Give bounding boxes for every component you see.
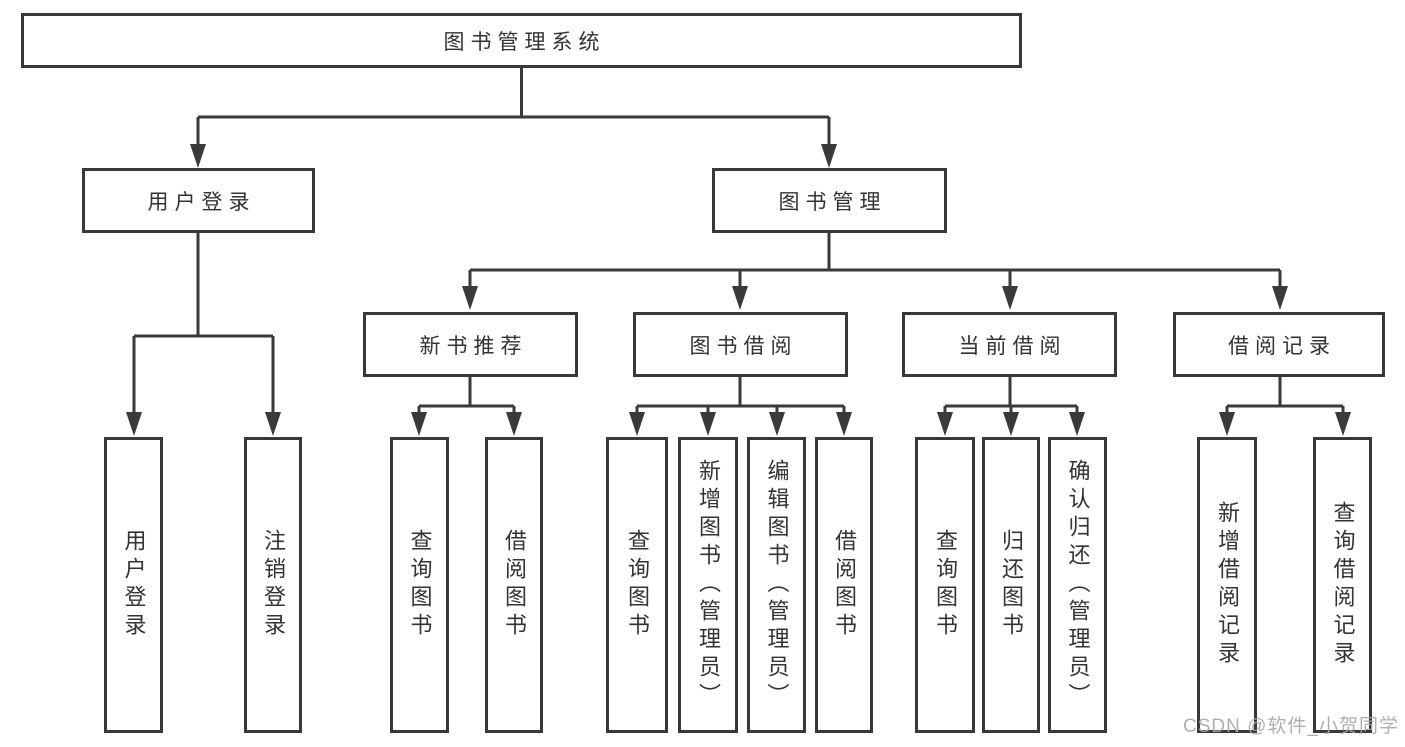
node-label: 注销登录 [261,529,286,641]
node-label: 借阅图书 [832,529,857,641]
node-label: 查询图书 [407,529,433,641]
connector-line [132,233,275,414]
arrow-down-icon [1335,412,1351,436]
leaf-cb-return-book: 归还图书 [982,437,1040,733]
arrow-down-icon [1069,412,1085,436]
arrow-down-icon [700,412,716,436]
leaf-bb-query-book: 查询图书 [606,437,668,733]
connector-line [196,68,831,146]
node-current-borrowing: 当前借阅 [902,312,1117,377]
node-label: 新书推荐 [419,334,528,358]
arrow-down-icon [836,412,852,436]
node-label: 确认归还（管理员） [1065,459,1091,711]
arrow-down-icon [411,412,427,436]
connector-current-borrow-to-leaves [937,377,1085,436]
node-label: 借阅记录 [1228,334,1336,358]
leaf-rec-query-book: 查询图书 [390,437,449,733]
arrow-down-icon [769,412,785,436]
leaf-logout: 注销登录 [244,437,302,733]
connector-user-login-to-leaves [126,233,281,436]
node-label: 新增借阅记录 [1215,501,1240,669]
arrow-down-icon [265,412,281,436]
arrow-down-icon [462,286,478,310]
arrow-down-icon [1219,412,1235,436]
leaf-cb-confirm-return-admin: 确认归还（管理员） [1048,437,1107,733]
leaf-br-query-record: 查询借阅记录 [1313,437,1372,733]
arrow-down-icon [629,412,645,436]
node-label: 归还图书 [999,529,1024,641]
leaf-rec-borrow-book: 借阅图书 [485,437,543,733]
connector-line [635,377,846,414]
arrow-down-icon [506,412,522,436]
node-label: 图书管理系统 [443,30,606,54]
arrow-down-icon [1002,286,1018,310]
leaf-cb-query-book: 查询图书 [915,437,975,733]
node-user-login: 用户登录 [82,168,315,233]
node-book-management: 图书管理 [712,168,947,233]
connector-book-mgmt-to-level3 [462,233,1288,310]
node-book-management-system: 图书管理系统 [21,13,1022,68]
connector-book-borrow-to-leaves [629,377,852,436]
arrow-down-icon [1003,412,1019,436]
connector-line [468,233,1282,288]
node-label: 图书管理 [778,190,887,214]
connector-line [943,377,1079,414]
connector-root-to-level2 [190,68,837,168]
node-book-borrowing: 图书借阅 [633,312,848,377]
node-label: 编辑图书（管理员） [764,459,790,711]
leaf-bb-borrow-book: 借阅图书 [815,437,873,733]
leaf-bb-edit-book-admin: 编辑图书（管理员） [747,437,806,733]
connector-new-book-rec-to-leaves [411,377,522,436]
arrow-down-icon [732,286,748,310]
arrow-down-icon [1272,286,1288,310]
arrow-down-icon [126,412,142,436]
node-label: 查询图书 [625,529,650,641]
csdn-watermark: CSDN @软件_小贺同学 [1183,716,1399,737]
node-label: 用户登录 [147,190,256,214]
node-label: 查询图书 [933,529,958,641]
node-new-book-recommendation: 新书推荐 [363,312,578,377]
node-label: 当前借阅 [958,334,1067,358]
leaf-bb-add-book-admin: 新增图书（管理员） [678,437,738,733]
node-label: 图书借阅 [689,334,798,358]
connector-line [417,377,516,414]
node-label: 借阅图书 [502,529,527,641]
arrow-down-icon [937,412,953,436]
arrow-down-icon [190,144,206,168]
node-borrowing-records: 借阅记录 [1173,312,1385,377]
node-label: 新增图书（管理员） [696,459,721,711]
arrow-down-icon [821,144,837,168]
node-label: 查询借阅记录 [1330,501,1356,669]
leaf-br-add-record: 新增借阅记录 [1197,437,1257,733]
connector-line [1225,377,1345,414]
node-label: 用户登录 [121,529,147,641]
leaf-user-login: 用户登录 [104,437,163,733]
connector-borrow-record-to-leaves [1219,377,1351,436]
